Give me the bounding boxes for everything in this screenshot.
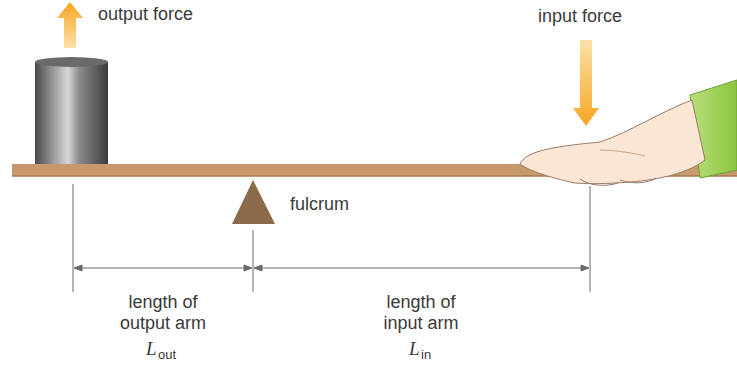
dimension-subscript: in bbox=[421, 348, 461, 363]
input-force-arrow bbox=[573, 40, 599, 126]
force-label: output force bbox=[98, 4, 238, 25]
dimension-lines bbox=[73, 184, 590, 292]
part-label: fulcrum bbox=[290, 194, 390, 215]
fulcrum-triangle bbox=[232, 180, 275, 224]
hand bbox=[520, 80, 737, 185]
force-label: input force bbox=[510, 6, 650, 27]
dimension-label: length of input arm bbox=[366, 292, 476, 333]
output-force-arrow bbox=[57, 2, 83, 48]
dimension-subscript: out bbox=[158, 348, 198, 363]
cylinder-top bbox=[35, 57, 108, 67]
dimension-label: length of output arm bbox=[108, 292, 218, 333]
load-cylinder bbox=[35, 62, 108, 165]
